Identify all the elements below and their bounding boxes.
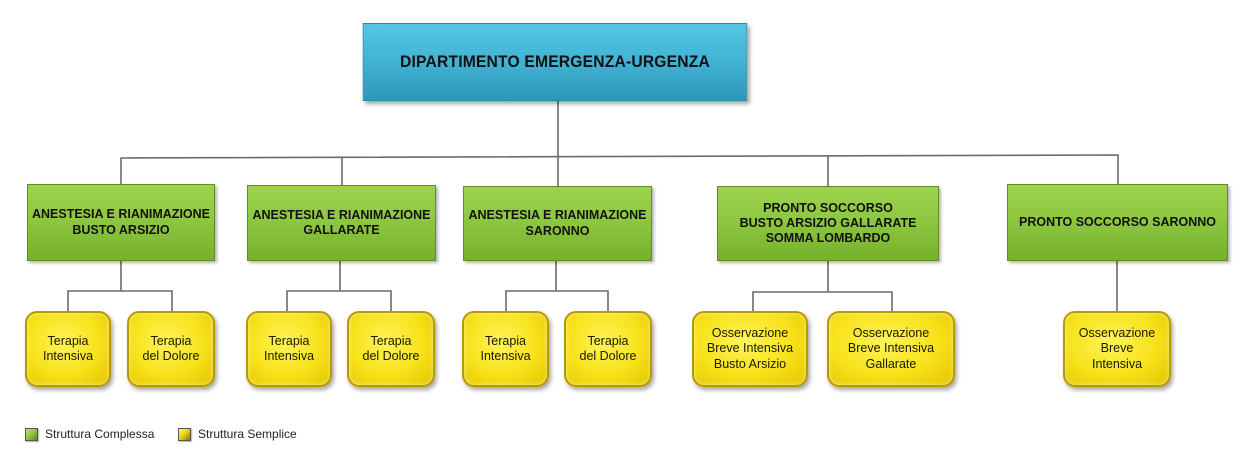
simple-label: Terapia Intensiva bbox=[263, 333, 315, 363]
simple-node-terapia-intensiva-busto: Terapia Intensiva bbox=[25, 311, 111, 387]
complex-label: PRONTO SOCCORSO BUSTO ARSIZIO GALLARATE … bbox=[739, 200, 917, 246]
simple-label: Terapia del Dolore bbox=[362, 333, 420, 363]
simple-node-terapia-intensiva-gallarate: Terapia Intensiva bbox=[246, 311, 332, 387]
complex-node-anestesia-busto: ANESTESIA E RIANIMAZIONE BUSTO ARSIZIO bbox=[27, 184, 215, 261]
simple-node-obi-saronno: Osservazione Breve Intensiva bbox=[1063, 311, 1171, 387]
connector-c1-bracket bbox=[67, 290, 173, 311]
simple-label: Terapia del Dolore bbox=[579, 333, 637, 363]
simple-node-terapia-dolore-saronno: Terapia del Dolore bbox=[564, 311, 652, 387]
complex-node-pronto-soccorso-saronno: PRONTO SOCCORSO SARONNO bbox=[1007, 184, 1228, 261]
simple-node-obi-busto: Osservazione Breve Intensiva Busto Arsiz… bbox=[692, 311, 808, 387]
root-label: DIPARTIMENTO EMERGENZA-URGENZA bbox=[400, 51, 710, 71]
complex-node-anestesia-saronno: ANESTESIA E RIANIMAZIONE SARONNO bbox=[463, 186, 652, 261]
legend-semplice-label: Struttura Semplice bbox=[198, 427, 297, 441]
legend-semplice: Struttura Semplice bbox=[178, 427, 297, 441]
simple-label: Osservazione Breve Intensiva bbox=[1078, 326, 1156, 371]
simple-node-terapia-dolore-gallarate: Terapia del Dolore bbox=[347, 311, 435, 387]
connector-c4-bracket bbox=[752, 291, 893, 311]
simple-node-obi-gallarate: Osservazione Breve Intensiva Gallarate bbox=[827, 311, 955, 387]
complex-label: PRONTO SOCCORSO SARONNO bbox=[1018, 214, 1216, 229]
complex-node-anestesia-gallarate: ANESTESIA E RIANIMAZIONE GALLARATE bbox=[247, 185, 436, 261]
green-square-icon bbox=[25, 427, 38, 441]
yellow-square-icon bbox=[178, 427, 191, 441]
simple-node-terapia-dolore-busto: Terapia del Dolore bbox=[127, 311, 215, 387]
legend-complessa: Struttura Complessa bbox=[25, 427, 154, 441]
simple-label: Osservazione Breve Intensiva Gallarate bbox=[847, 326, 935, 371]
connector-c2-bracket bbox=[286, 290, 392, 311]
root-node: DIPARTIMENTO EMERGENZA-URGENZA bbox=[362, 23, 748, 101]
simple-node-terapia-intensiva-saronno: Terapia Intensiva bbox=[462, 311, 549, 387]
complex-node-pronto-soccorso-busto: PRONTO SOCCORSO BUSTO ARSIZIO GALLARATE … bbox=[717, 186, 939, 261]
simple-label: Terapia del Dolore bbox=[142, 333, 200, 363]
complex-label: ANESTESIA E RIANIMAZIONE GALLARATE bbox=[252, 207, 431, 237]
legend-complessa-label: Struttura Complessa bbox=[45, 427, 155, 441]
connector-c3-bracket bbox=[505, 290, 609, 311]
connector-top-bus bbox=[120, 154, 1119, 184]
simple-label: Terapia Intensiva bbox=[42, 333, 94, 363]
complex-label: ANESTESIA E RIANIMAZIONE BUSTO ARSIZIO bbox=[31, 207, 211, 237]
simple-label: Osservazione Breve Intensiva Busto Arsiz… bbox=[706, 326, 794, 371]
simple-label: Terapia Intensiva bbox=[480, 333, 531, 363]
complex-label: ANESTESIA E RIANIMAZIONE SARONNO bbox=[468, 208, 647, 238]
